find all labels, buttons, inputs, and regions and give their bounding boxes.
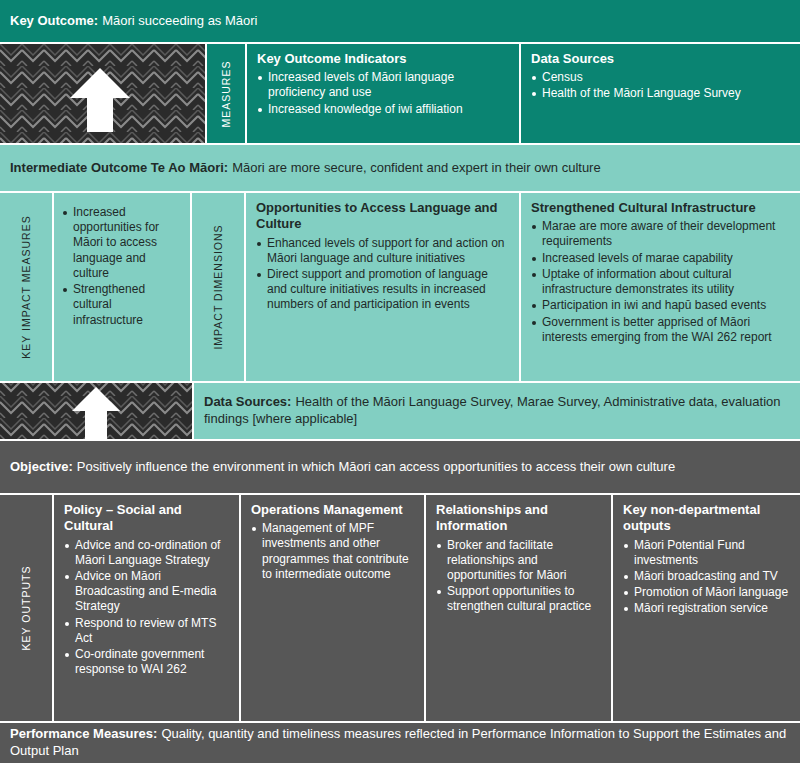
- vertical-label-strip: KEY IMPACT MEASURES: [0, 193, 52, 381]
- bullet-item: Respond to review of MTS Act: [64, 616, 231, 646]
- bullet-item: Government is better apprised of Māori i…: [531, 315, 792, 345]
- bullet-item: Health of the Māori Language Survey: [531, 86, 792, 101]
- up-arrow: [70, 68, 130, 132]
- band-heading: Data Sources:: [204, 394, 291, 409]
- band-text: Performance Measures:Quality, quantity a…: [10, 726, 790, 760]
- box-heading: Relationships and Information: [436, 502, 603, 535]
- bullet-item: Uptake of information about cultural inf…: [531, 267, 792, 297]
- band-heading: Key Outcome:: [10, 13, 98, 28]
- band-heading: Intermediate Outcome Te Ao Māori:: [10, 160, 228, 175]
- vertical-label-strip: MEASURES: [207, 44, 245, 143]
- output-box: Operations ManagementManagement of MPF i…: [241, 495, 424, 721]
- vertical-label: IMPACT DIMENSIONS: [212, 224, 224, 349]
- bullet-item: Broker and facilitate relationships and …: [436, 538, 603, 584]
- objective-band: Objective: Positively influence the envir…: [0, 441, 800, 493]
- vertical-label: KEY OUTPUTS: [20, 566, 32, 651]
- bullet-item: Māori broadcasting and TV: [623, 569, 792, 584]
- vertical-label: MEASURES: [220, 60, 232, 127]
- vertical-label: KEY IMPACT MEASURES: [20, 215, 32, 358]
- box-heading: Opportunities to Access Language and Cul…: [256, 200, 511, 233]
- impact-dimension-box: Opportunities to Access Language and Cul…: [246, 193, 519, 381]
- box-heading: Key non-departmental outputs: [623, 502, 792, 535]
- up-arrow: [72, 387, 120, 439]
- performance-band: Performance Measures:Quality, quantity a…: [0, 723, 800, 763]
- intermediate-outcome-band: Intermediate Outcome Te Ao Māori: Māori a…: [0, 145, 800, 191]
- band-text: Data Sources:Health of the Māori Languag…: [204, 394, 790, 428]
- bullet-item: Enhanced levels of support for and actio…: [256, 236, 511, 266]
- bullet-item: Co-ordinate government response to WAI 2…: [64, 647, 231, 677]
- band-heading: Objective:: [10, 459, 73, 474]
- bullet-item: Increased knowledge of iwi affiliation: [257, 102, 511, 117]
- band-text: Key Outcome: Māori succeeding as Māori: [10, 13, 258, 30]
- pattern-panel: [0, 44, 205, 143]
- bullet-item: Advice on Māori Broadcasting and E-media…: [64, 569, 231, 615]
- bullet-item: Māori Potential Fund investments: [623, 538, 792, 568]
- bullet-item: Increased levels of Māori language profi…: [257, 70, 511, 100]
- output-box: Key non-departmental outputsMāori Potent…: [613, 495, 800, 721]
- impact-measure-list: Increased opportunities for Māori to acc…: [54, 193, 190, 381]
- band-heading: Performance Measures:: [10, 726, 157, 741]
- output-box: Policy – Social and CulturalAdvice and c…: [54, 495, 239, 721]
- bullet-item: Māori registration service: [623, 601, 792, 616]
- bullet-item: Increased levels of marae capability: [531, 251, 792, 266]
- indicator-box: Key Outcome IndicatorsIncreased levels o…: [247, 44, 519, 143]
- bullet-item: Census: [531, 70, 792, 85]
- band-text: Intermediate Outcome Te Ao Māori: Māori a…: [10, 160, 601, 177]
- output-box: Relationships and InformationBroker and …: [426, 495, 611, 721]
- bullet-item: Advice and co-ordination of Māori Langua…: [64, 538, 231, 568]
- box-heading: Data Sources: [531, 51, 792, 67]
- data-source-band: Data Sources:Health of the Māori Languag…: [194, 383, 800, 439]
- bullet-item: Strengthened cultural infrastructure: [62, 282, 184, 328]
- band-body: Māori are more secure, confident and exp…: [232, 160, 601, 175]
- bullet-item: Increased opportunities for Māori to acc…: [62, 205, 184, 281]
- band-body: Māori succeeding as Māori: [102, 13, 257, 28]
- bullet-item: Support opportunities to strengthen cult…: [436, 584, 603, 614]
- bullet-item: Direct support and promotion of language…: [256, 267, 511, 313]
- bullet-item: Management of MPF investments and other …: [251, 521, 416, 582]
- box-heading: Policy – Social and Cultural: [64, 502, 231, 535]
- pattern-panel: [0, 383, 192, 439]
- box-heading: Strengthened Cultural Infrastructure: [531, 200, 792, 216]
- box-heading: Operations Management: [251, 502, 416, 518]
- data-source-box: Data SourcesCensusHealth of the Māori La…: [521, 44, 800, 143]
- band-body: Positively influence the environment in …: [77, 459, 675, 474]
- bullet-item: Participation in iwi and hapū based even…: [531, 298, 792, 313]
- box-heading: Key Outcome Indicators: [257, 51, 511, 67]
- vertical-label-strip: KEY OUTPUTS: [0, 495, 52, 721]
- bullet-item: Promotion of Māori language: [623, 585, 792, 600]
- vertical-label-strip: IMPACT DIMENSIONS: [192, 193, 244, 381]
- impact-dimension-box: Strengthened Cultural InfrastructureMara…: [521, 193, 800, 381]
- band-text: Objective: Positively influence the envir…: [10, 459, 675, 476]
- bullet-item: Marae are more aware of their developmen…: [531, 219, 792, 249]
- outcome-bar: Key Outcome: Māori succeeding as Māori: [0, 0, 800, 42]
